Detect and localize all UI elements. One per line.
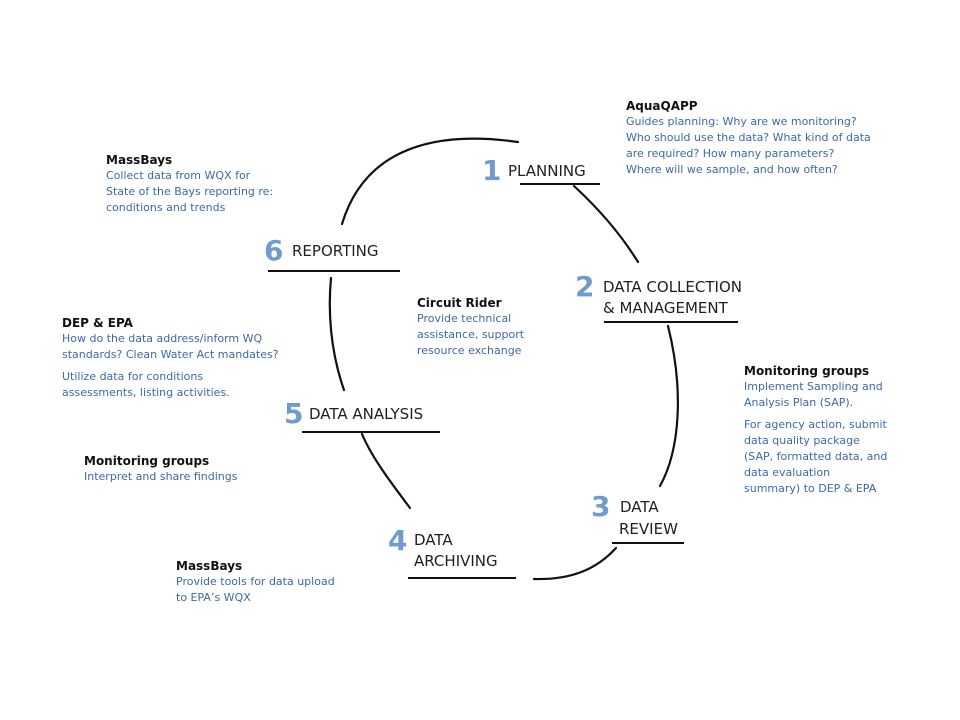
note-monitoring-collection-title: Monitoring groups xyxy=(744,364,870,378)
stage-1-number: 1 xyxy=(482,154,501,187)
note-line: resource exchange xyxy=(417,344,522,357)
note-line: (SAP, formatted data, and xyxy=(744,450,888,463)
note-aquaqapp: AquaQAPP Guides planning: Why are we mon… xyxy=(626,98,871,178)
stage-4-number: 4 xyxy=(388,524,407,557)
stage-3-label-line1: DATA xyxy=(620,498,659,516)
stage-6-number: 6 xyxy=(264,234,283,267)
note-circuit-rider: Circuit Rider Provide technical assistan… xyxy=(417,295,524,359)
note-line: State of the Bays reporting re: xyxy=(106,185,274,198)
note-monitoring-collection: Monitoring groups Implement Sampling and… xyxy=(744,363,887,497)
note-line: Provide tools for data upload xyxy=(176,575,335,588)
note-line: Implement Sampling and xyxy=(744,380,883,393)
note-line: How do the data address/inform WQ xyxy=(62,332,263,345)
arc-review-to-archiving xyxy=(532,546,618,581)
stage-3-number: 3 xyxy=(591,490,610,523)
note-monitoring-analysis: Monitoring groups Interpret and share fi… xyxy=(84,453,237,485)
note-line: assessments, listing activities. xyxy=(62,386,230,399)
stage-5-label: DATA ANALYSIS xyxy=(309,405,423,423)
arc-archiving-to-analysis xyxy=(360,432,412,510)
note-line: to EPA’s WQX xyxy=(176,591,251,604)
note-dep-epa-title: DEP & EPA xyxy=(62,316,133,330)
stage-5-number: 5 xyxy=(284,397,303,430)
stage-6-label: REPORTING xyxy=(292,242,379,260)
note-aquaqapp-title: AquaQAPP xyxy=(626,99,698,113)
note-massbays-reporting-title: MassBays xyxy=(106,153,173,167)
arc-collection-to-review xyxy=(658,324,679,488)
note-circuit-rider-title: Circuit Rider xyxy=(417,296,502,310)
note-line: data evaluation xyxy=(744,466,831,479)
note-line: Who should use the data? What kind of da… xyxy=(626,131,871,144)
stage-2-number: 2 xyxy=(575,270,594,303)
note-dep-epa: DEP & EPA How do the data address/inform… xyxy=(62,315,279,401)
note-monitoring-analysis-title: Monitoring groups xyxy=(84,454,210,468)
note-line: Provide technical xyxy=(417,312,512,325)
note-line: data quality package xyxy=(744,434,860,447)
stage-1-label: PLANNING xyxy=(508,162,586,180)
stage-2-label-line1: DATA COLLECTION xyxy=(603,278,742,296)
note-massbays-reporting: MassBays Collect data from WQX for State… xyxy=(106,152,273,216)
arc-analysis-to-reporting xyxy=(328,276,346,392)
note-line: Where will we sample, and how often? xyxy=(626,163,838,176)
note-line: standards? Clean Water Act mandates? xyxy=(62,348,279,361)
note-line: Analysis Plan (SAP). xyxy=(744,396,854,409)
arc-reporting-to-planning xyxy=(340,137,520,226)
stage-3-label-line2: REVIEW xyxy=(619,520,678,538)
note-line: Collect data from WQX for xyxy=(106,169,251,182)
arc-planning-to-collection xyxy=(572,184,640,264)
note-line: assistance, support xyxy=(417,328,525,341)
note-line: For agency action, submit xyxy=(744,418,887,431)
note-line: conditions and trends xyxy=(106,201,226,214)
note-massbays-archiving: MassBays Provide tools for data upload t… xyxy=(176,558,335,606)
note-line: Guides planning: Why are we monitoring? xyxy=(626,115,857,128)
note-line: summary) to DEP & EPA xyxy=(744,482,877,495)
note-line: are required? How many parameters? xyxy=(626,147,835,160)
stage-4-label-line2: ARCHIVING xyxy=(414,552,498,570)
note-line: Interpret and share findings xyxy=(84,470,238,483)
stage-4-label-line1: DATA xyxy=(414,531,453,549)
note-massbays-archiving-title: MassBays xyxy=(176,559,243,573)
note-line: Utilize data for conditions xyxy=(62,370,204,383)
stage-2-label-line2: & MANAGEMENT xyxy=(603,299,729,317)
